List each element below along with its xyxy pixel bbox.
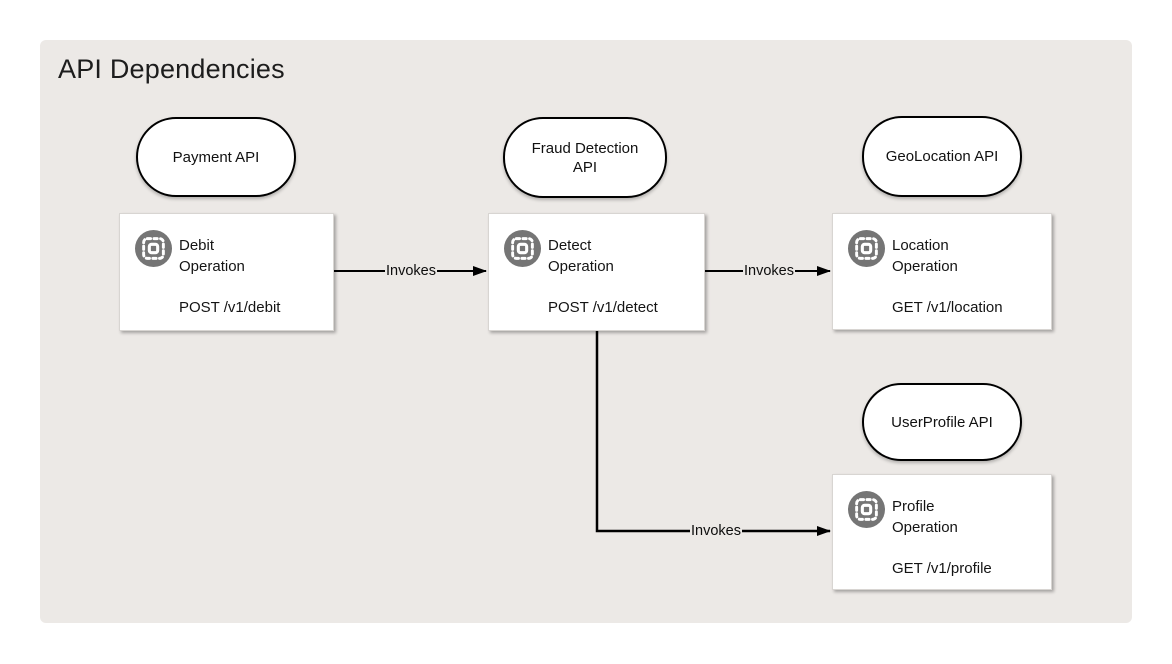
- api-node-payment[interactable]: Payment API: [136, 117, 296, 197]
- operation-endpoint: POST /v1/detect: [548, 299, 658, 316]
- edge-label-invokes: Invokes: [385, 263, 437, 279]
- api-node-label: Payment API: [172, 148, 260, 166]
- operation-icon: [135, 230, 172, 267]
- operation-icon: [848, 491, 885, 528]
- operation-node-debit[interactable]: Debit Operation POST /v1/debit: [119, 213, 334, 331]
- edge-label-invokes: Invokes: [690, 523, 742, 539]
- operation-name: Profile Operation: [892, 498, 958, 536]
- operation-name: Location Operation: [892, 237, 958, 275]
- operation-endpoint: GET /v1/location: [892, 299, 1003, 316]
- api-node-fraud-detection[interactable]: Fraud Detection API: [503, 117, 667, 198]
- diagram-title: API Dependencies: [58, 54, 285, 84]
- api-node-geolocation[interactable]: GeoLocation API: [862, 116, 1022, 197]
- operation-node-location[interactable]: Location Operation GET /v1/location: [832, 213, 1052, 330]
- operation-name: Debit Operation: [179, 237, 245, 275]
- api-node-userprofile[interactable]: UserProfile API: [862, 383, 1022, 461]
- api-node-label: GeoLocation API: [885, 148, 999, 165]
- operation-node-profile[interactable]: Profile Operation GET /v1/profile: [832, 474, 1052, 590]
- operation-endpoint: GET /v1/profile: [892, 560, 992, 577]
- edge-label-invokes: Invokes: [743, 263, 795, 279]
- operation-name: Detect Operation: [548, 237, 614, 275]
- operation-icon: [848, 230, 885, 267]
- operation-icon: [504, 230, 541, 267]
- api-node-label: Fraud Detection API: [531, 139, 639, 176]
- operation-endpoint: POST /v1/debit: [179, 299, 281, 316]
- operation-node-detect[interactable]: Detect Operation POST /v1/detect: [488, 213, 705, 331]
- api-node-label: UserProfile API: [891, 413, 993, 431]
